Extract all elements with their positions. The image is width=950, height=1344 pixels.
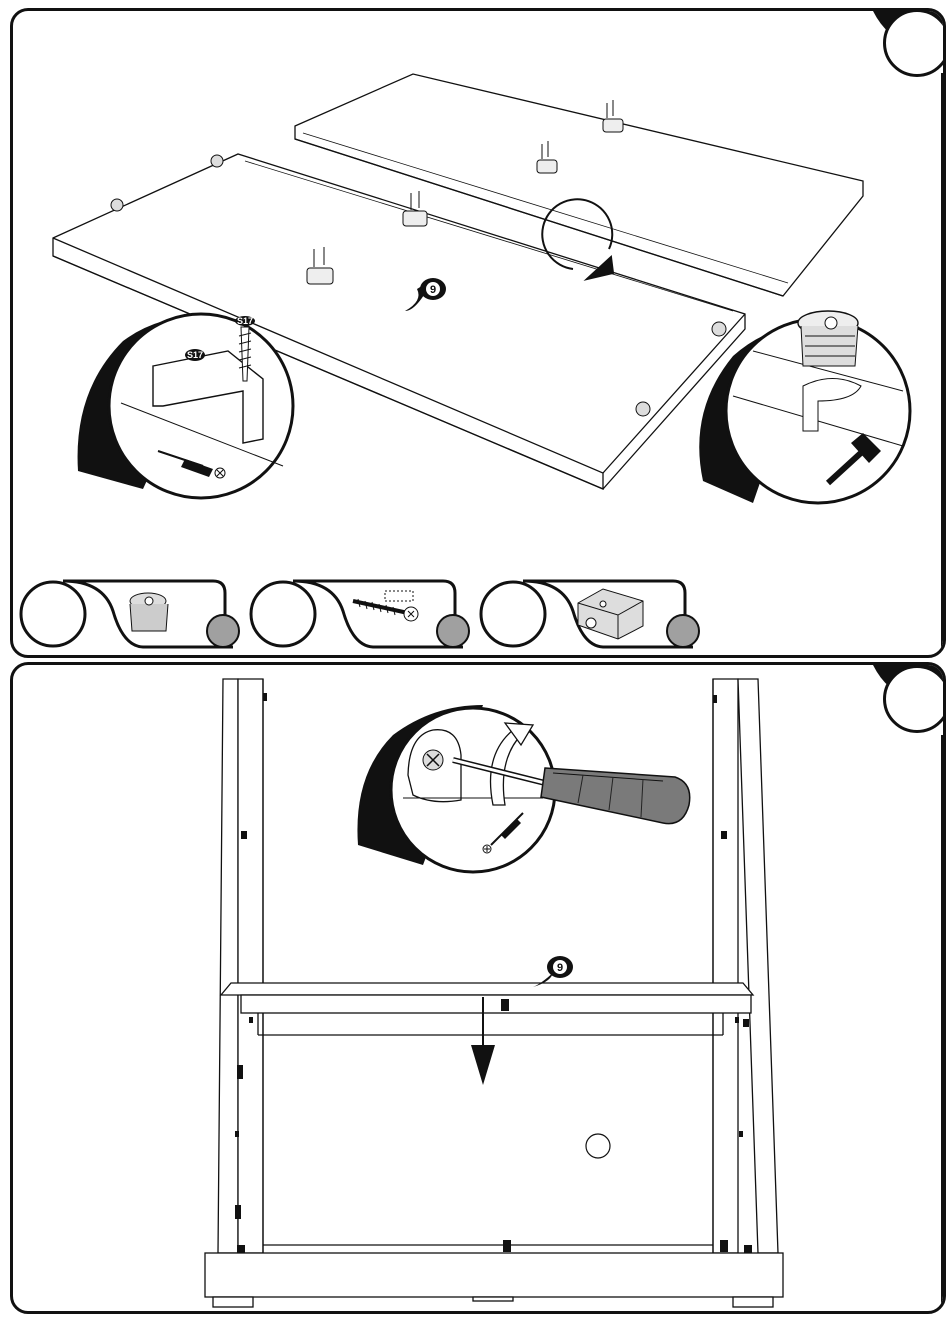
parts-legend-item-3 [481,581,699,647]
svg-text:S17: S17 [237,316,253,326]
step-number-badge [883,665,946,733]
svg-text:9: 9 [430,284,436,296]
screw-icon [353,591,418,621]
svg-text:S17: S17 [187,350,203,360]
bracket-back-right [603,100,623,132]
top-illustration: 9 S17 S17 [13,11,943,655]
svg-text:9: 9 [557,962,563,974]
cam-lock-housing-icon [798,311,858,366]
hole-marker [586,1134,610,1158]
cam-lock-2 [211,155,223,167]
cam-lock-housing-icon [130,593,168,631]
panel-reference-badge: 9 [533,956,573,987]
step-number-badge [883,9,946,77]
parts-legend-item-1 [21,581,239,647]
cam-lock-4 [636,402,650,416]
bottom-illustration: 9 [13,665,943,1311]
parts-legend [21,581,699,647]
callout-left: S17 S17 [78,314,293,498]
parts-legend-item-2 [251,581,469,647]
callout-screwdriver [357,705,689,872]
cam-lock-3 [712,322,726,336]
shelf-panel [221,983,753,1035]
shelf-bracket-icon [578,589,643,639]
cam-lock-1 [111,199,123,211]
step-panel-top: 9 S17 S17 [10,8,946,658]
step-panel-bottom: 9 [10,662,946,1314]
